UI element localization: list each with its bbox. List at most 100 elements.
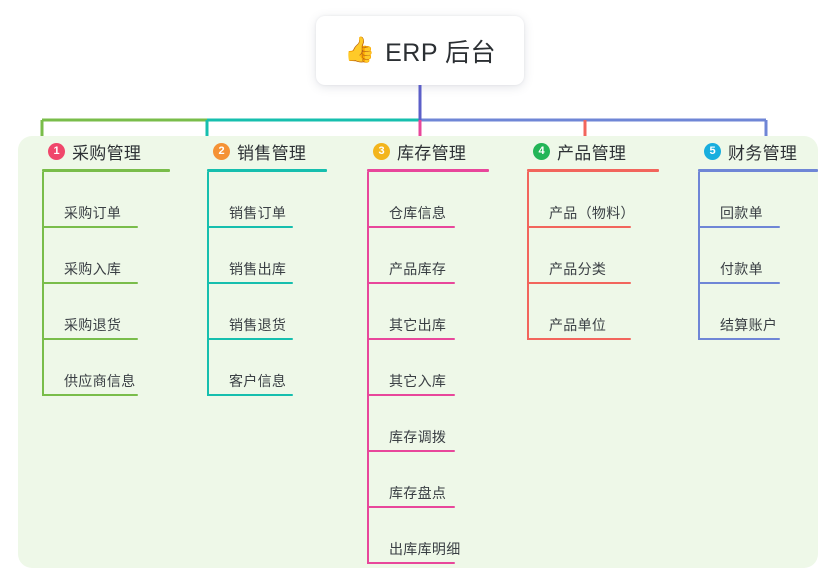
branch-item-rule — [698, 226, 780, 228]
branch-header-rule — [367, 169, 489, 172]
branch-column-4: 4 产品管理产品（物料） 产品分类产品单位 — [527, 136, 659, 340]
branch-header-rule — [698, 169, 818, 172]
branch-item-rule — [698, 282, 780, 284]
branch-item-label: 结算账户 — [720, 317, 778, 333]
branch-item-label: 销售退货 — [229, 317, 287, 333]
branch-item-rule — [207, 394, 293, 396]
branch-spine — [527, 172, 529, 340]
branch-title: 财务管理 — [728, 143, 798, 163]
branch-item[interactable]: 销售订单 — [207, 172, 327, 228]
branch-item[interactable]: 仓库信息 — [367, 172, 489, 228]
branch-title: 销售管理 — [237, 143, 307, 163]
branch-item[interactable]: 付款单 — [698, 228, 818, 284]
branch-item-label: 产品单位 — [549, 317, 607, 333]
branch-item-rule — [367, 394, 455, 396]
branch-item-rule — [367, 450, 455, 452]
branch-number-badge: 5 — [704, 142, 721, 160]
branch-item-label: 供应商信息 — [64, 373, 136, 389]
branch-item-rule — [42, 338, 138, 340]
branch-item[interactable]: 采购退货 — [42, 284, 170, 340]
branch-spine — [698, 172, 700, 340]
branch-header-4[interactable]: 4 产品管理 — [527, 136, 659, 166]
branch-item-label: 采购入库 — [64, 261, 122, 277]
branch-item[interactable]: 产品（物料） — [527, 172, 659, 228]
branch-header-2[interactable]: 2 销售管理 — [207, 136, 327, 166]
branch-item-label: 付款单 — [720, 261, 763, 277]
branch-spine — [207, 172, 209, 396]
branch-item[interactable]: 销售退货 — [207, 284, 327, 340]
branch-spine — [42, 172, 44, 396]
branch-item-label: 采购退货 — [64, 317, 122, 333]
root-node-title: ERP 后台 — [385, 38, 497, 67]
branch-number-badge: 4 — [533, 142, 550, 160]
branch-item[interactable]: 回款单 — [698, 172, 818, 228]
branch-item-rule — [527, 282, 631, 284]
branch-item-list: 仓库信息产品库存其它出库其它入库库存调拨库存盘点出库库明细 — [367, 172, 489, 564]
branch-item[interactable]: 结算账户 — [698, 284, 818, 340]
branch-item[interactable]: 客户信息 — [207, 340, 327, 396]
branch-item[interactable]: 其它入库 — [367, 340, 489, 396]
branch-item-label: 产品分类 — [549, 261, 607, 277]
branch-column-3: 3 库存管理仓库信息产品库存其它出库其它入库库存调拨库存盘点出库库明细 — [367, 136, 489, 564]
branch-item-label: 回款单 — [720, 205, 763, 221]
branch-item-rule — [527, 338, 631, 340]
branch-item-list: 销售订单销售出库销售退货客户信息 — [207, 172, 327, 396]
branch-column-1: 1 采购管理采购订单采购入库采购退货供应商信息 — [42, 136, 170, 396]
branch-item[interactable]: 库存盘点 — [367, 452, 489, 508]
branch-item-label: 出库库明细 — [389, 541, 461, 557]
branch-item[interactable]: 采购入库 — [42, 228, 170, 284]
branch-item[interactable]: 库存调拨 — [367, 396, 489, 452]
branch-column-2: 2 销售管理销售订单销售出库销售退货客户信息 — [207, 136, 327, 396]
branch-title: 库存管理 — [397, 143, 467, 163]
branch-header-5[interactable]: 5 财务管理 — [698, 136, 818, 166]
branch-item[interactable]: 其它出库 — [367, 284, 489, 340]
branch-item-label: 其它出库 — [389, 317, 447, 333]
branch-item-rule — [527, 226, 631, 228]
branch-item-label: 仓库信息 — [389, 205, 447, 221]
branch-item-label: 销售出库 — [229, 261, 287, 277]
branch-item[interactable]: 供应商信息 — [42, 340, 170, 396]
branch-item-list: 产品（物料） 产品分类产品单位 — [527, 172, 659, 340]
branch-header-rule — [207, 169, 327, 172]
branch-item-rule — [42, 282, 138, 284]
branch-item-label: 库存调拨 — [389, 429, 447, 445]
branch-number-badge: 3 — [373, 142, 390, 160]
branch-item[interactable]: 采购订单 — [42, 172, 170, 228]
branch-title: 采购管理 — [72, 143, 142, 163]
branch-item-rule — [698, 338, 780, 340]
branch-item-rule — [367, 282, 455, 284]
branch-item[interactable]: 产品单位 — [527, 284, 659, 340]
branches-panel: 1 采购管理采购订单采购入库采购退货供应商信息 2 销售管理销售订单销售出库销售退货客… — [18, 136, 818, 568]
branch-item-rule — [367, 338, 455, 340]
branch-item-list: 回款单付款单结算账户 — [698, 172, 818, 340]
branch-item-rule — [367, 562, 455, 564]
branch-header-rule — [527, 169, 659, 172]
branch-item-label: 库存盘点 — [389, 485, 447, 501]
branch-item[interactable]: 出库库明细 — [367, 508, 489, 564]
branch-item-label: 其它入库 — [389, 373, 447, 389]
branch-item-rule — [42, 226, 138, 228]
branch-item-rule — [367, 226, 455, 228]
branch-item-rule — [367, 506, 455, 508]
branch-item-label: 采购订单 — [64, 205, 122, 221]
branch-spine — [367, 172, 369, 564]
branch-item-rule — [207, 338, 293, 340]
branch-item-label: 销售订单 — [229, 205, 287, 221]
branch-item[interactable]: 产品库存 — [367, 228, 489, 284]
branch-column-5: 5 财务管理回款单付款单结算账户 — [698, 136, 818, 340]
branch-item-list: 采购订单采购入库采购退货供应商信息 — [42, 172, 170, 396]
branch-item-label: 客户信息 — [229, 373, 287, 389]
branch-header-1[interactable]: 1 采购管理 — [42, 136, 170, 166]
branch-header-3[interactable]: 3 库存管理 — [367, 136, 489, 166]
branch-item[interactable]: 产品分类 — [527, 228, 659, 284]
branch-item-label: 产品（物料） — [549, 205, 635, 221]
thumbs-up-icon: 👍 — [343, 36, 376, 64]
branch-number-badge: 1 — [48, 142, 65, 160]
root-node-erp-backend[interactable]: 👍 ERP 后台 — [316, 16, 524, 85]
branch-item-rule — [42, 394, 138, 396]
branch-item[interactable]: 销售出库 — [207, 228, 327, 284]
branch-item-rule — [207, 226, 293, 228]
branch-title: 产品管理 — [557, 143, 627, 163]
branch-number-badge: 2 — [213, 142, 230, 160]
